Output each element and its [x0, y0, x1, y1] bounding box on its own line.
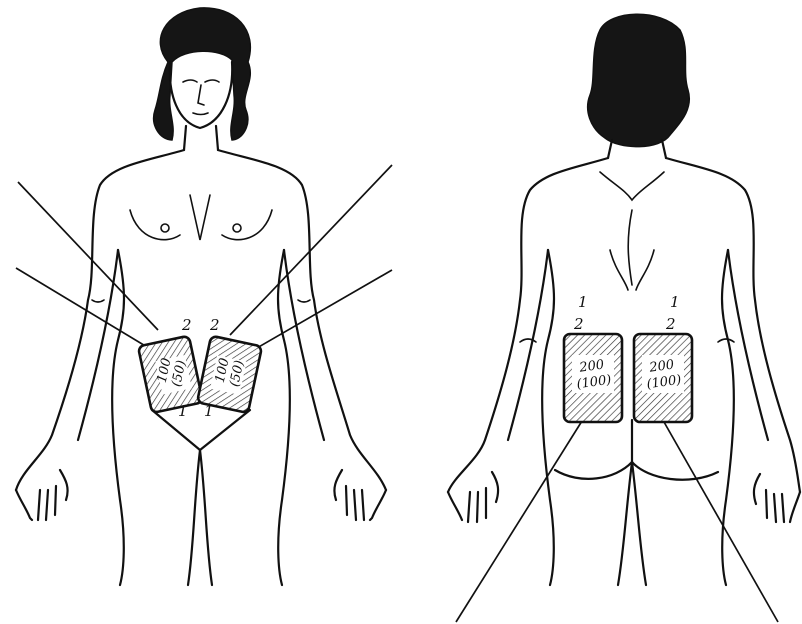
front-figure: 100 (50) 100 (50) 2 2 1 1: [16, 8, 392, 585]
back-label-2-right: 2: [665, 315, 676, 333]
front-label-1-right: 1: [204, 402, 214, 420]
back-pad-right: 200 (100): [634, 334, 692, 422]
front-label-2-left: 2: [181, 316, 192, 334]
back-pad-left: 200 (100): [564, 334, 622, 422]
back-label-1-left: 1: [578, 293, 588, 311]
front-lead-1: [18, 182, 158, 330]
front-label-1-left: 1: [178, 402, 188, 420]
back-lead-right: [660, 415, 778, 622]
back-hair: [588, 14, 690, 146]
front-label-2-right: 2: [209, 316, 220, 334]
front-body-outline: [16, 150, 386, 490]
front-left-hand: [16, 470, 68, 520]
front-lead-3: [230, 165, 392, 335]
back-figure: 200 (100) 200 (100) 1 2 1 2: [448, 14, 800, 622]
back-label-2-left: 2: [573, 315, 584, 333]
back-right-hand: [754, 474, 800, 522]
back-label-1-right: 1: [670, 293, 680, 311]
front-hair: [154, 8, 251, 140]
front-face: [170, 62, 232, 128]
front-pad-left: 100 (50): [138, 336, 203, 413]
back-body-outline: [448, 158, 800, 492]
front-lead-2: [16, 268, 152, 350]
